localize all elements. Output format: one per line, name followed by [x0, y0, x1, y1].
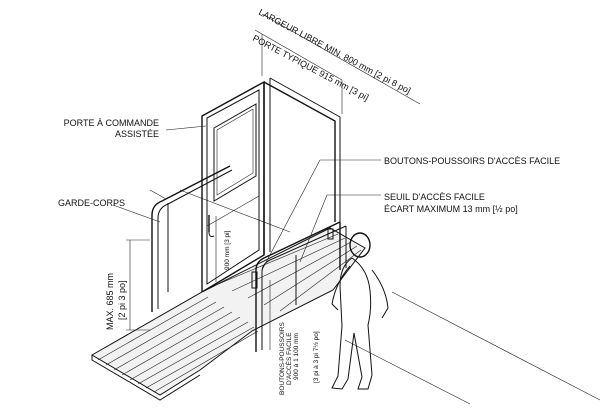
label-bp-vertical-2: D'ACCÈS FACILE — [284, 332, 293, 385]
label-max-685-1: MAX. 685 mm — [105, 273, 115, 330]
ramp — [91, 227, 366, 401]
leader-lines — [112, 125, 381, 271]
label-threshold-1: SEUIL D'ACCÈS FACILE — [384, 192, 485, 202]
label-push-buttons: BOUTONS-POUSSOIRS D'ACCÈS FACILE — [384, 156, 560, 166]
wall-and-door — [201, 77, 341, 294]
label-power-door-1: PORTE À COMMANDE — [64, 118, 159, 128]
label-max-685-2: [2 pi 3 po] — [117, 280, 127, 320]
dimension-lines — [126, 13, 421, 350]
guard-rail-left — [151, 165, 233, 312]
label-guard-rail: GARDE-CORPS — [58, 198, 125, 208]
label-power-door-2: ASSISTÉE — [115, 129, 159, 139]
label-900mm: 900 mm [3 pi] — [224, 230, 231, 270]
label-threshold-2: ÉCART MAXIMUM 13 mm [½ po] — [384, 204, 518, 214]
label-bp-vertical-3: 900 à 1 100 mm — [293, 333, 300, 380]
push-button-posts — [251, 228, 334, 289]
label-bp-vertical-1: BOUTONS-POUSSOIRS — [279, 321, 286, 395]
ground-lines — [179, 189, 601, 405]
guard-rail-right — [255, 221, 347, 352]
label-bp-vertical-4: [3 pi à 3 pi 7½ po] — [312, 331, 320, 383]
person-figure — [331, 232, 389, 390]
